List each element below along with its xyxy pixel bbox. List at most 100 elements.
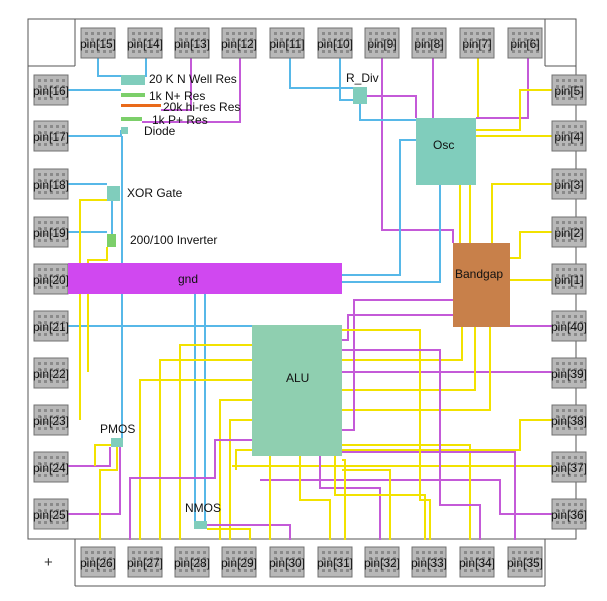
osc-block: [416, 118, 476, 185]
pin-pad-pin38: pin[38]: [551, 404, 587, 436]
pin-pad-pin1: pin[1]: [551, 263, 587, 295]
pin-label: pin[2]: [554, 226, 583, 240]
pin-pad-pin26: pin[26]: [80, 546, 116, 578]
bandgap-label: Bandgap: [455, 267, 503, 281]
pin-label: pin[24]: [33, 461, 69, 475]
pin-pad-pin10: pin[10]: [317, 27, 353, 59]
pin-pad-pin16: pin[16]: [33, 74, 69, 106]
pin-label: pin[30]: [269, 556, 305, 570]
pin-pad-pin21: pin[21]: [33, 310, 69, 342]
xor-gate-label: XOR Gate: [127, 186, 183, 200]
pin-label: pin[25]: [33, 508, 69, 522]
pin-pad-pin9: pin[9]: [364, 27, 400, 59]
pin-pad-pin37: pin[37]: [551, 451, 587, 483]
wire: [510, 231, 566, 259]
diode-block: [121, 127, 128, 134]
pin-label: pin[33]: [411, 556, 447, 570]
pin-pad-pin17: pin[17]: [33, 120, 69, 152]
pin-pad-pin19: pin[19]: [33, 216, 69, 248]
bandgap-block: [453, 243, 510, 327]
pin-pad-pin22: pin[22]: [33, 357, 69, 389]
wire: [207, 528, 251, 540]
wire: [142, 40, 241, 123]
pin-label: pin[4]: [554, 130, 583, 144]
wire: [342, 444, 471, 540]
wire: [161, 40, 192, 111]
pplus-res-block: [121, 117, 142, 121]
pin-label: pin[16]: [33, 84, 69, 98]
pin-label: pin[18]: [33, 178, 69, 192]
pin-label: pin[27]: [127, 556, 163, 570]
pin-label: pin[31]: [317, 556, 353, 570]
pin-pad-pin28: pin[28]: [174, 546, 210, 578]
nmos-block: [194, 521, 207, 529]
pin-label: pin[6]: [510, 37, 539, 51]
pin-label: pin[13]: [174, 37, 210, 51]
pin-label: pin[12]: [221, 37, 257, 51]
alu-block: [252, 325, 342, 456]
wire: [342, 451, 516, 540]
pin-label: pin[8]: [414, 37, 443, 51]
pin-label: pin[26]: [80, 556, 116, 570]
pin-pad-pin12: pin[12]: [221, 27, 257, 59]
pin-label: pin[15]: [80, 37, 116, 51]
pin-pad-pin40: pin[40]: [551, 310, 587, 342]
pin-pad-pin11: pin[11]: [269, 27, 305, 59]
gnd-rail: [68, 263, 342, 294]
pin-label: pin[10]: [317, 37, 353, 51]
pin-label: pin[9]: [367, 37, 396, 51]
pin-pad-pin35: pin[35]: [507, 546, 543, 578]
gnd-label: gnd: [178, 272, 198, 286]
wire: [334, 456, 426, 540]
wire: [476, 40, 529, 119]
pin-pad-pin5: pin[5]: [551, 74, 587, 106]
pin-label: pin[7]: [462, 37, 491, 51]
wire: [79, 199, 107, 420]
wire: [342, 329, 431, 540]
hires-res-block: [121, 104, 161, 107]
pin-label: pin[23]: [33, 414, 69, 428]
pin-label: pin[14]: [127, 37, 163, 51]
xor-gate-block: [107, 186, 120, 201]
pin-pad-pin39: pin[39]: [551, 357, 587, 389]
wire: [359, 104, 416, 121]
pin-pad-pin4: pin[4]: [551, 120, 587, 152]
wire: [476, 89, 566, 131]
wire: [342, 327, 491, 411]
corner-plus-symbol: +: [44, 554, 53, 571]
wire: [491, 183, 566, 243]
pin-label: pin[21]: [33, 320, 69, 334]
pin-label: pin[34]: [459, 556, 495, 570]
wire: [319, 456, 381, 540]
pin-label: pin[17]: [33, 130, 69, 144]
pin-label: pin[32]: [364, 556, 400, 570]
wire: [207, 524, 291, 540]
pin-pad-pin23: pin[23]: [33, 404, 69, 436]
pin-label: pin[11]: [269, 37, 304, 51]
wire: [342, 139, 416, 276]
wire: [235, 419, 566, 470]
wire: [260, 479, 566, 515]
wire: [342, 469, 391, 540]
pin-label: pin[35]: [507, 556, 543, 570]
pin-label: pin[36]: [551, 508, 587, 522]
pin-pad-pin13: pin[13]: [174, 27, 210, 59]
pin-pad-pin25: pin[25]: [33, 498, 69, 530]
pin-pad-pin29: pin[29]: [221, 546, 257, 578]
wire: [381, 40, 454, 243]
nplus-res-label: 1k N+ Res: [149, 89, 205, 103]
pin-pad-pin36: pin[36]: [551, 498, 587, 530]
pin-label: pin[28]: [174, 556, 210, 570]
wire: [342, 327, 463, 361]
pin-pad-pin20: pin[20]: [33, 263, 69, 295]
nplus-res-block: [121, 93, 145, 97]
wire: [299, 456, 331, 540]
pin-pad-pin18: pin[18]: [33, 168, 69, 200]
pin-label: pin[1]: [554, 273, 583, 287]
nwell-res-label: 20 K N Well Res: [149, 72, 237, 86]
pin-pad-pin8: pin[8]: [411, 27, 447, 59]
pin-pad-pin6: pin[6]: [507, 27, 543, 59]
alu-label: ALU: [286, 371, 309, 385]
pin-label: pin[39]: [551, 367, 587, 381]
wire: [229, 419, 252, 540]
